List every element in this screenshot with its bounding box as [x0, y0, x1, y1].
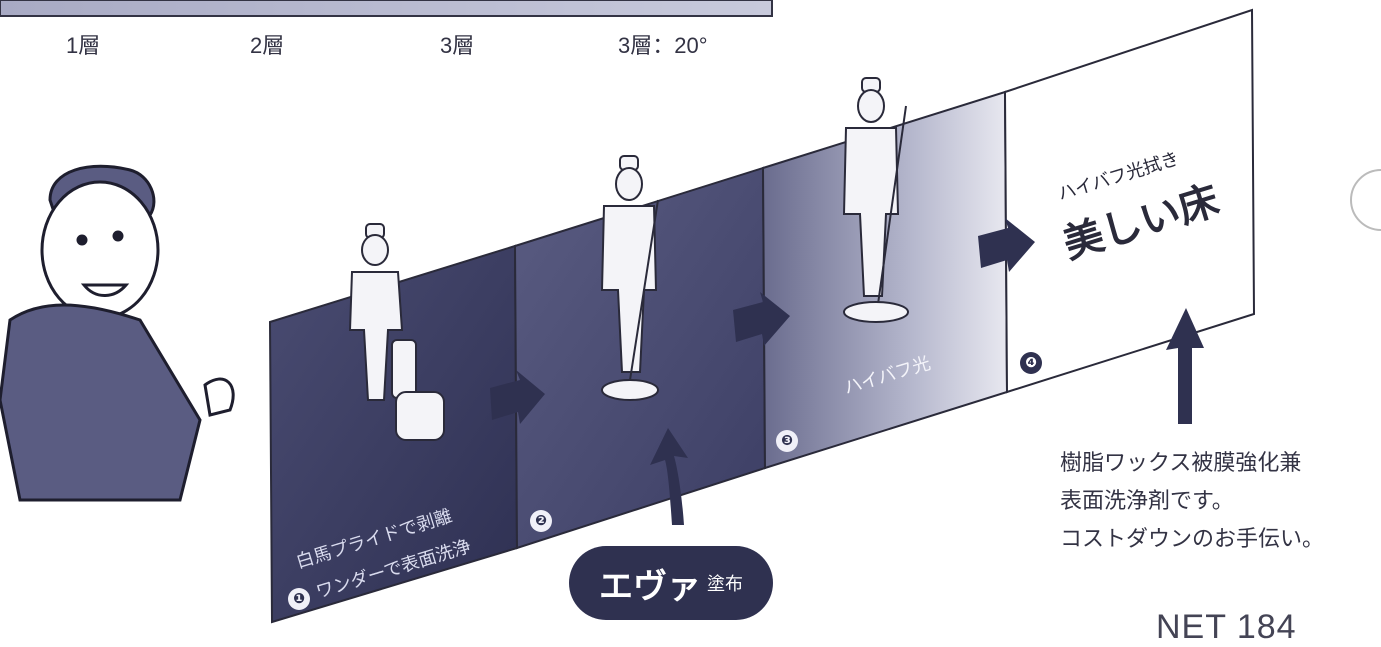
arrow-icon — [490, 370, 545, 424]
caption-line-3: コストダウンのお手伝い。 — [1060, 526, 1325, 551]
panel-4 — [1003, 8, 1256, 394]
step-number-2: ❷ — [530, 510, 552, 532]
arrow-icon — [733, 292, 790, 346]
caption-line-2: 表面洗浄剤です。 — [1060, 488, 1234, 513]
layer-label-2: 2層 — [250, 33, 285, 58]
caption-line-1: 樹脂ワックス被膜強化兼 — [1060, 450, 1302, 475]
mascot-icon — [0, 164, 235, 502]
wax-badge-action: 塗布 — [707, 574, 743, 594]
up-arrow-icon — [650, 428, 688, 525]
edge-circle — [1350, 169, 1381, 231]
arrow-icon — [978, 218, 1035, 272]
worker-mop-icon — [842, 77, 909, 323]
floor-panels — [0, 8, 1381, 624]
layer-label-3: 3層 — [440, 33, 475, 58]
worker-machine-icon — [348, 223, 445, 441]
step-number-3: ❸ — [776, 430, 798, 452]
footer-code: NET 184 — [1156, 608, 1297, 646]
wax-badge: エヴァ 塗布 — [569, 546, 773, 620]
step-number-1: ❶ — [288, 588, 310, 610]
up-arrow-icon — [1166, 308, 1204, 424]
step-number-4: ❹ — [1020, 352, 1042, 374]
layer-label-1: 1層 — [66, 33, 101, 58]
top-bar — [0, 0, 773, 17]
layer-label-3-angle: 3層：20° — [618, 33, 708, 58]
worker-mop-icon — [600, 155, 659, 401]
wax-badge-product: エヴァ — [599, 566, 701, 607]
